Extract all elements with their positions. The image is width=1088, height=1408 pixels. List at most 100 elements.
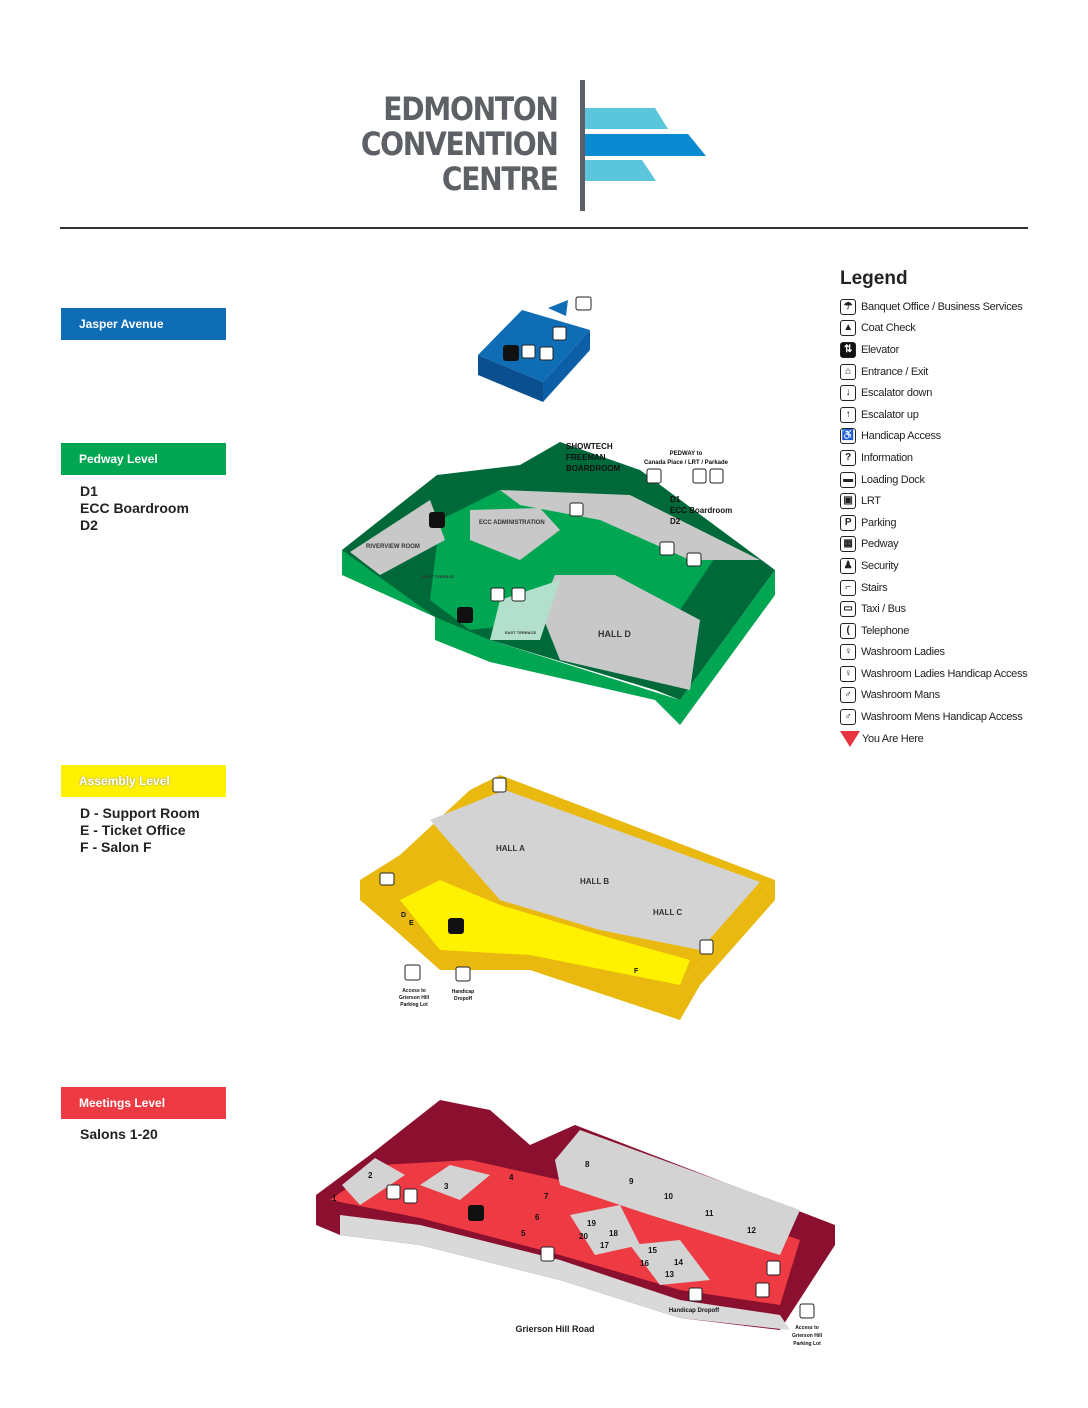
legend-label: Loading Dock: [861, 473, 925, 486]
label-freeman: FREEMAN: [566, 453, 606, 462]
label-handicap: Handicap: [452, 989, 475, 995]
parking-icon: [799, 1303, 815, 1319]
legend-item: ? Information: [840, 447, 1027, 469]
handicap-access-icon: [455, 966, 471, 982]
salon-5: 5: [521, 1229, 526, 1238]
you-are-here-icon: [840, 730, 860, 747]
level-tag-assembly: Assembly Level: [61, 765, 226, 797]
label-access: Access to: [402, 988, 426, 994]
legend-item: ↓Escalator down: [840, 382, 1027, 404]
level-tag-meetings: Meetings Level: [61, 1087, 226, 1119]
salon-15: 15: [648, 1246, 657, 1255]
washroom-mens-icon: [755, 1282, 770, 1298]
label-parking-lot: Parking Lot: [793, 1341, 821, 1347]
washroom-mens-icon: [569, 502, 584, 517]
legend-label: Taxi / Bus: [861, 603, 906, 616]
legend-label: Security: [861, 559, 899, 572]
salon-14: 14: [674, 1258, 683, 1267]
label-dropoff: Dropoff: [454, 996, 472, 1002]
salon-17: 17: [600, 1241, 609, 1250]
legend-item: ♀ Washroom Ladies: [840, 642, 1027, 664]
legend-item: ♟ Security: [840, 555, 1027, 577]
pedway-level-map: SHOWTECH FREEMAN BOARDROOM PEDWAY to Can…: [342, 442, 775, 725]
washroom-ladies-icon: [386, 1184, 401, 1200]
label-e: E: [409, 920, 414, 927]
legend-label: Washroom Ladies: [861, 646, 945, 659]
legend-item: P Parking: [840, 512, 1027, 534]
legend-label: Parking: [861, 516, 897, 529]
handicap-access-icon: ♿: [840, 428, 856, 445]
legend-item: ♂Washroom Mens Handicap Access: [840, 706, 1027, 728]
parking-icon: P: [840, 514, 856, 531]
pedway-room-list: D1 ECC Boardroom D2: [80, 483, 189, 534]
label-riverview-room: RIVERVIEW ROOM: [366, 544, 420, 550]
legend-label: Washroom Mans: [861, 689, 940, 702]
taxi-bus-icon: ▭: [840, 601, 856, 618]
label-west-terrace: WEST TERRACE: [422, 574, 454, 579]
label-pedway-to: PEDWAY to: [670, 451, 703, 457]
legend-item: ↑ Escalator up: [840, 404, 1027, 426]
room-item: D1: [80, 483, 98, 499]
assembly-level-map: HALL A HALL B HALL C D E F Access to Gri…: [360, 775, 775, 1020]
legend-label: You Are Here: [862, 732, 924, 745]
elevator-icon: [457, 607, 473, 623]
salon-3: 3: [444, 1182, 449, 1191]
label-ecc-boardroom: ECC Boardroom: [670, 506, 732, 515]
label-east-terrace: EAST TERRACE: [505, 630, 536, 635]
label-boardroom: BOARDROOM: [566, 464, 621, 473]
stairs-icon: [539, 346, 554, 361]
logo-bar: [580, 80, 585, 211]
coat-check-icon: ▲: [840, 320, 856, 337]
security-icon: ♟: [840, 557, 856, 574]
room-item: D - Support Room: [80, 805, 200, 821]
salon-12: 12: [747, 1226, 756, 1235]
loading-dock-icon: [379, 872, 395, 886]
label-parking-lot: Parking Lot: [400, 1002, 428, 1008]
legend-item: You Are Here: [840, 728, 1027, 750]
legend-label: Information: [861, 451, 913, 464]
legend-label: Washroom Ladies Handicap Access: [861, 667, 1028, 680]
label-hall-a: HALL A: [496, 844, 525, 853]
room-item: ECC Boardroom: [80, 500, 189, 516]
legend-item: ☂Banquet Office / Business Services: [840, 296, 1027, 318]
washroom-mens-icon: [699, 939, 714, 955]
legend-label: Escalator up: [861, 408, 919, 421]
meetings-room-list: Salons 1-20: [80, 1126, 158, 1143]
label-hall-d: HALL D: [598, 629, 631, 639]
legend-label: Stairs: [861, 581, 888, 594]
legend-label: Escalator down: [861, 387, 933, 400]
label-d2: D2: [670, 517, 681, 526]
escalator-up-icon: ↑: [840, 406, 856, 423]
label-grierson-hill-road: Grierson Hill Road: [515, 1324, 594, 1334]
label-d1: D1: [670, 495, 681, 504]
salon-6: 6: [535, 1213, 540, 1222]
legend-item: ⌐ Stairs: [840, 577, 1027, 599]
logo-stripe-middle: [585, 134, 706, 156]
label-grierson-hill: Grierson Hill: [792, 1333, 823, 1339]
handicap-access-icon: [688, 1287, 703, 1302]
legend-item: ▲Coat Check: [840, 318, 1027, 340]
salon-8: 8: [585, 1160, 590, 1169]
legend-label: Pedway: [861, 538, 899, 551]
telephone-icon: [540, 1246, 555, 1262]
washroom-ladies-icon: [766, 1260, 781, 1276]
telephone-icon: [511, 587, 526, 602]
stairs-icon: ⌐: [840, 579, 856, 596]
salon-19: 19: [587, 1219, 596, 1228]
information-icon: ?: [840, 449, 856, 466]
logo-line-3: CENTRE: [442, 160, 559, 198]
legend-item: ▦Pedway: [840, 534, 1027, 556]
legend-label: Handicap Access: [861, 430, 941, 443]
washroom-ladies-icon: ♀: [840, 644, 856, 661]
legend-item: ▬ Loading Dock: [840, 469, 1027, 491]
legend-label: Washroom Mens Handicap Access: [861, 711, 1023, 724]
telephone-icon: (: [840, 622, 856, 639]
salon-4: 4: [509, 1173, 514, 1182]
telephone-icon: [552, 326, 567, 341]
salon-2: 2: [368, 1171, 373, 1180]
logo-wordmark: EDMONTON CONVENTION CENTRE: [361, 92, 559, 198]
loading-dock-icon: ▬: [840, 471, 856, 488]
label-grierson-hill: Grierson Hill: [399, 995, 430, 1001]
salon-16: 16: [640, 1259, 649, 1268]
